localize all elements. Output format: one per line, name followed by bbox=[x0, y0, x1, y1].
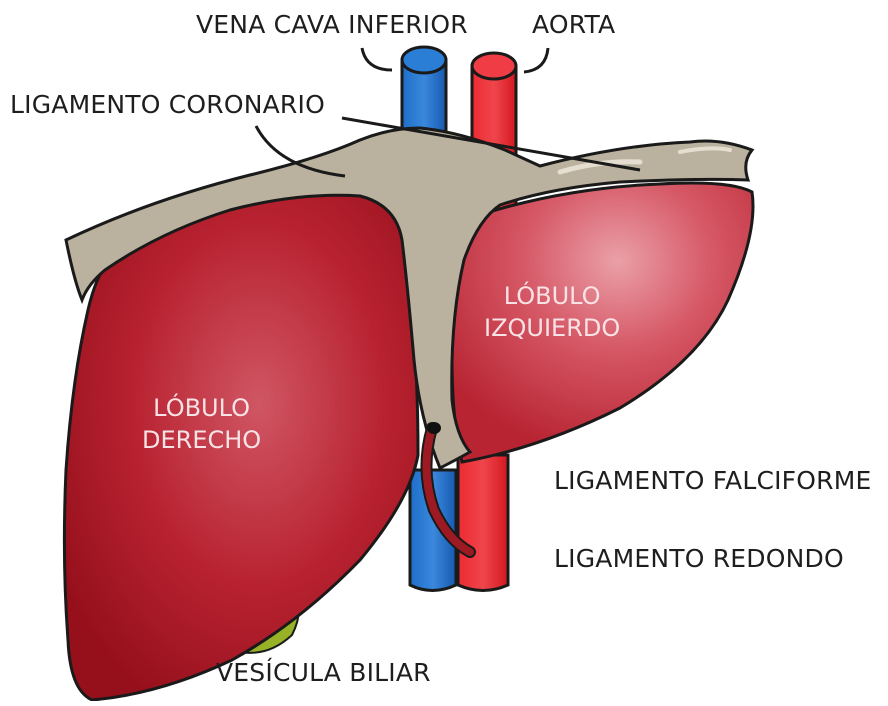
falciform-ligament-label: LIGAMENTO FALCIFORME bbox=[554, 468, 871, 493]
right-lobe-label-line1: LÓBULO bbox=[142, 392, 261, 424]
left-lobe-label: LÓBULO IZQUIERDO bbox=[484, 280, 620, 345]
aorta-lower bbox=[458, 455, 508, 591]
right-lobe-label: LÓBULO DERECHO bbox=[142, 392, 261, 457]
gallbladder-label: VESÍCULA BILIAR bbox=[216, 660, 431, 685]
aorta-label: AORTA bbox=[532, 12, 615, 37]
aorta-bracket bbox=[524, 48, 548, 72]
left-lobe-label-line1: LÓBULO bbox=[484, 280, 620, 312]
round-ligament-label: LIGAMENTO REDONDO bbox=[554, 546, 844, 571]
right-lobe-label-line2: DERECHO bbox=[142, 424, 261, 456]
vena-cava-label: VENA CAVA INFERIOR bbox=[196, 12, 468, 37]
vena-cava-bracket bbox=[362, 48, 392, 70]
left-lobe-label-line2: IZQUIERDO bbox=[484, 312, 620, 344]
coronary-ligament-label: LIGAMENTO CORONARIO bbox=[10, 92, 325, 117]
